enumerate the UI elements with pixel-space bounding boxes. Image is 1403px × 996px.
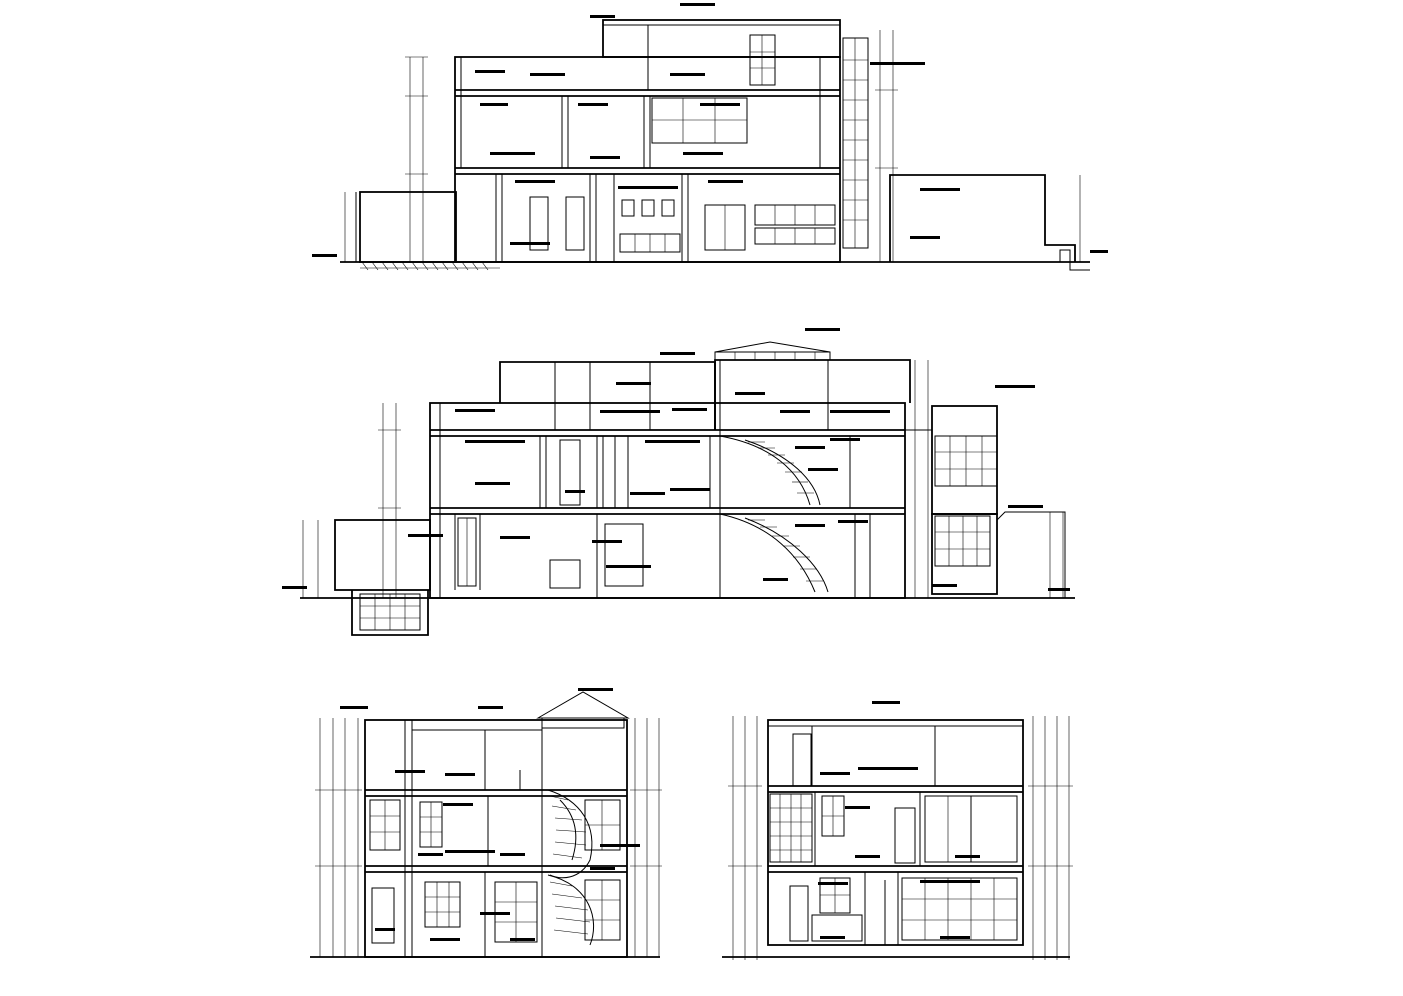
section-3: [310, 688, 662, 958]
section-2: [282, 328, 1075, 636]
section-4: [722, 701, 1073, 960]
section-1: [312, 3, 1108, 271]
